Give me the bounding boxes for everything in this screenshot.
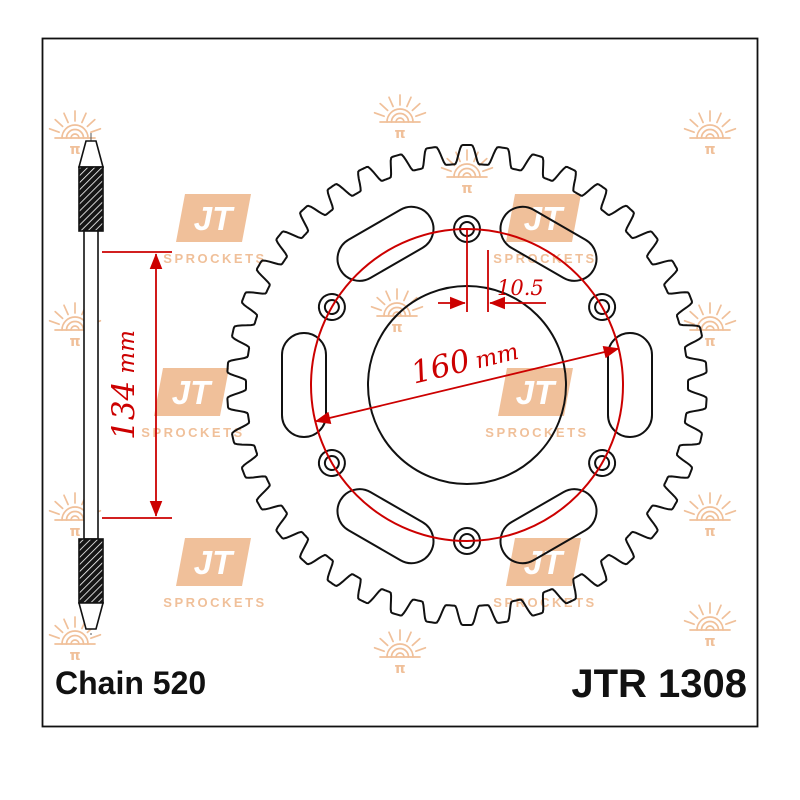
bolt-circle [310, 228, 624, 542]
rising-sun-watermark-icon [370, 288, 424, 337]
rising-sun-watermark-icon [683, 602, 737, 651]
jt-sprockets-watermark-logo [163, 194, 267, 266]
rising-sun-watermark-icon [683, 110, 737, 159]
side-view-top-section [78, 166, 104, 232]
jt-sprockets-watermark-logo [493, 194, 597, 266]
side-view-bottom-section [78, 538, 104, 604]
rising-sun-watermark-icon [683, 492, 737, 541]
lightening-slot [281, 332, 327, 438]
side-view-plate [83, 230, 99, 540]
jt-sprockets-watermark-logo [163, 538, 267, 610]
dimension-line-160 [314, 345, 620, 425]
chain-size-label: Chain 520 [55, 665, 206, 701]
lightening-slot [328, 197, 443, 290]
side-view-bottom-tooth-tip [77, 602, 105, 630]
lightening-slot [607, 332, 653, 438]
sprocket-side-view [77, 133, 105, 637]
sprocket-teeth-outline [226, 144, 708, 626]
image-border [41, 37, 759, 728]
jt-sprockets-watermark-logo [485, 368, 589, 440]
rising-sun-watermark-icon [440, 149, 494, 198]
side-view-top-tooth-tip [77, 140, 105, 168]
lightening-slot [328, 480, 443, 573]
dimension-label-134: 134mm [106, 330, 142, 440]
model-number-label: JTR 1308 [571, 662, 747, 706]
dimension-label-10-5: 10.5 [497, 276, 544, 300]
watermark-layer [48, 94, 737, 678]
footer-labels: Chain 520 JTR 1308 [55, 662, 747, 706]
rising-sun-watermark-icon [373, 629, 427, 678]
rising-sun-watermark-icon [373, 94, 427, 143]
